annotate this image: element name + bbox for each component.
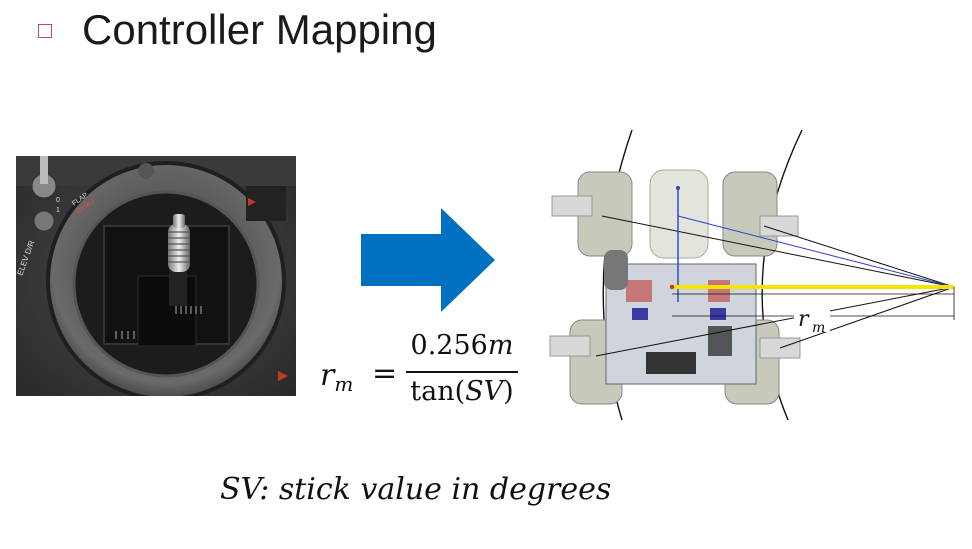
equation-denominator: tan(SV)	[410, 376, 514, 407]
wheel-front-right	[722, 171, 799, 257]
wheel-front-middle	[649, 169, 709, 259]
stick-value-caption: SV: stick value in degrees	[220, 472, 612, 507]
right-arrow-icon	[361, 208, 495, 312]
equation-lhs: rm	[320, 358, 354, 396]
radius-equation: rm = 0.256m tan(SV)	[320, 330, 530, 416]
wheel-front-left	[551, 171, 633, 257]
controller-stick-photo: ELEV D/R FLAP GYRO 0 1	[16, 156, 296, 396]
radius-label-sub: m	[812, 320, 825, 336]
switch-0-label: 0	[56, 197, 60, 204]
square-bullet-icon	[38, 24, 52, 38]
switch-1-label: 1	[56, 207, 60, 214]
equation-numerator: 0.256m	[410, 330, 514, 361]
equals-sign: =	[372, 356, 398, 391]
rover-cad-diagram: r m	[540, 130, 962, 420]
slide-title: Controller Mapping	[82, 6, 437, 53]
fraction-bar	[406, 371, 518, 373]
radius-label: r	[798, 307, 810, 332]
